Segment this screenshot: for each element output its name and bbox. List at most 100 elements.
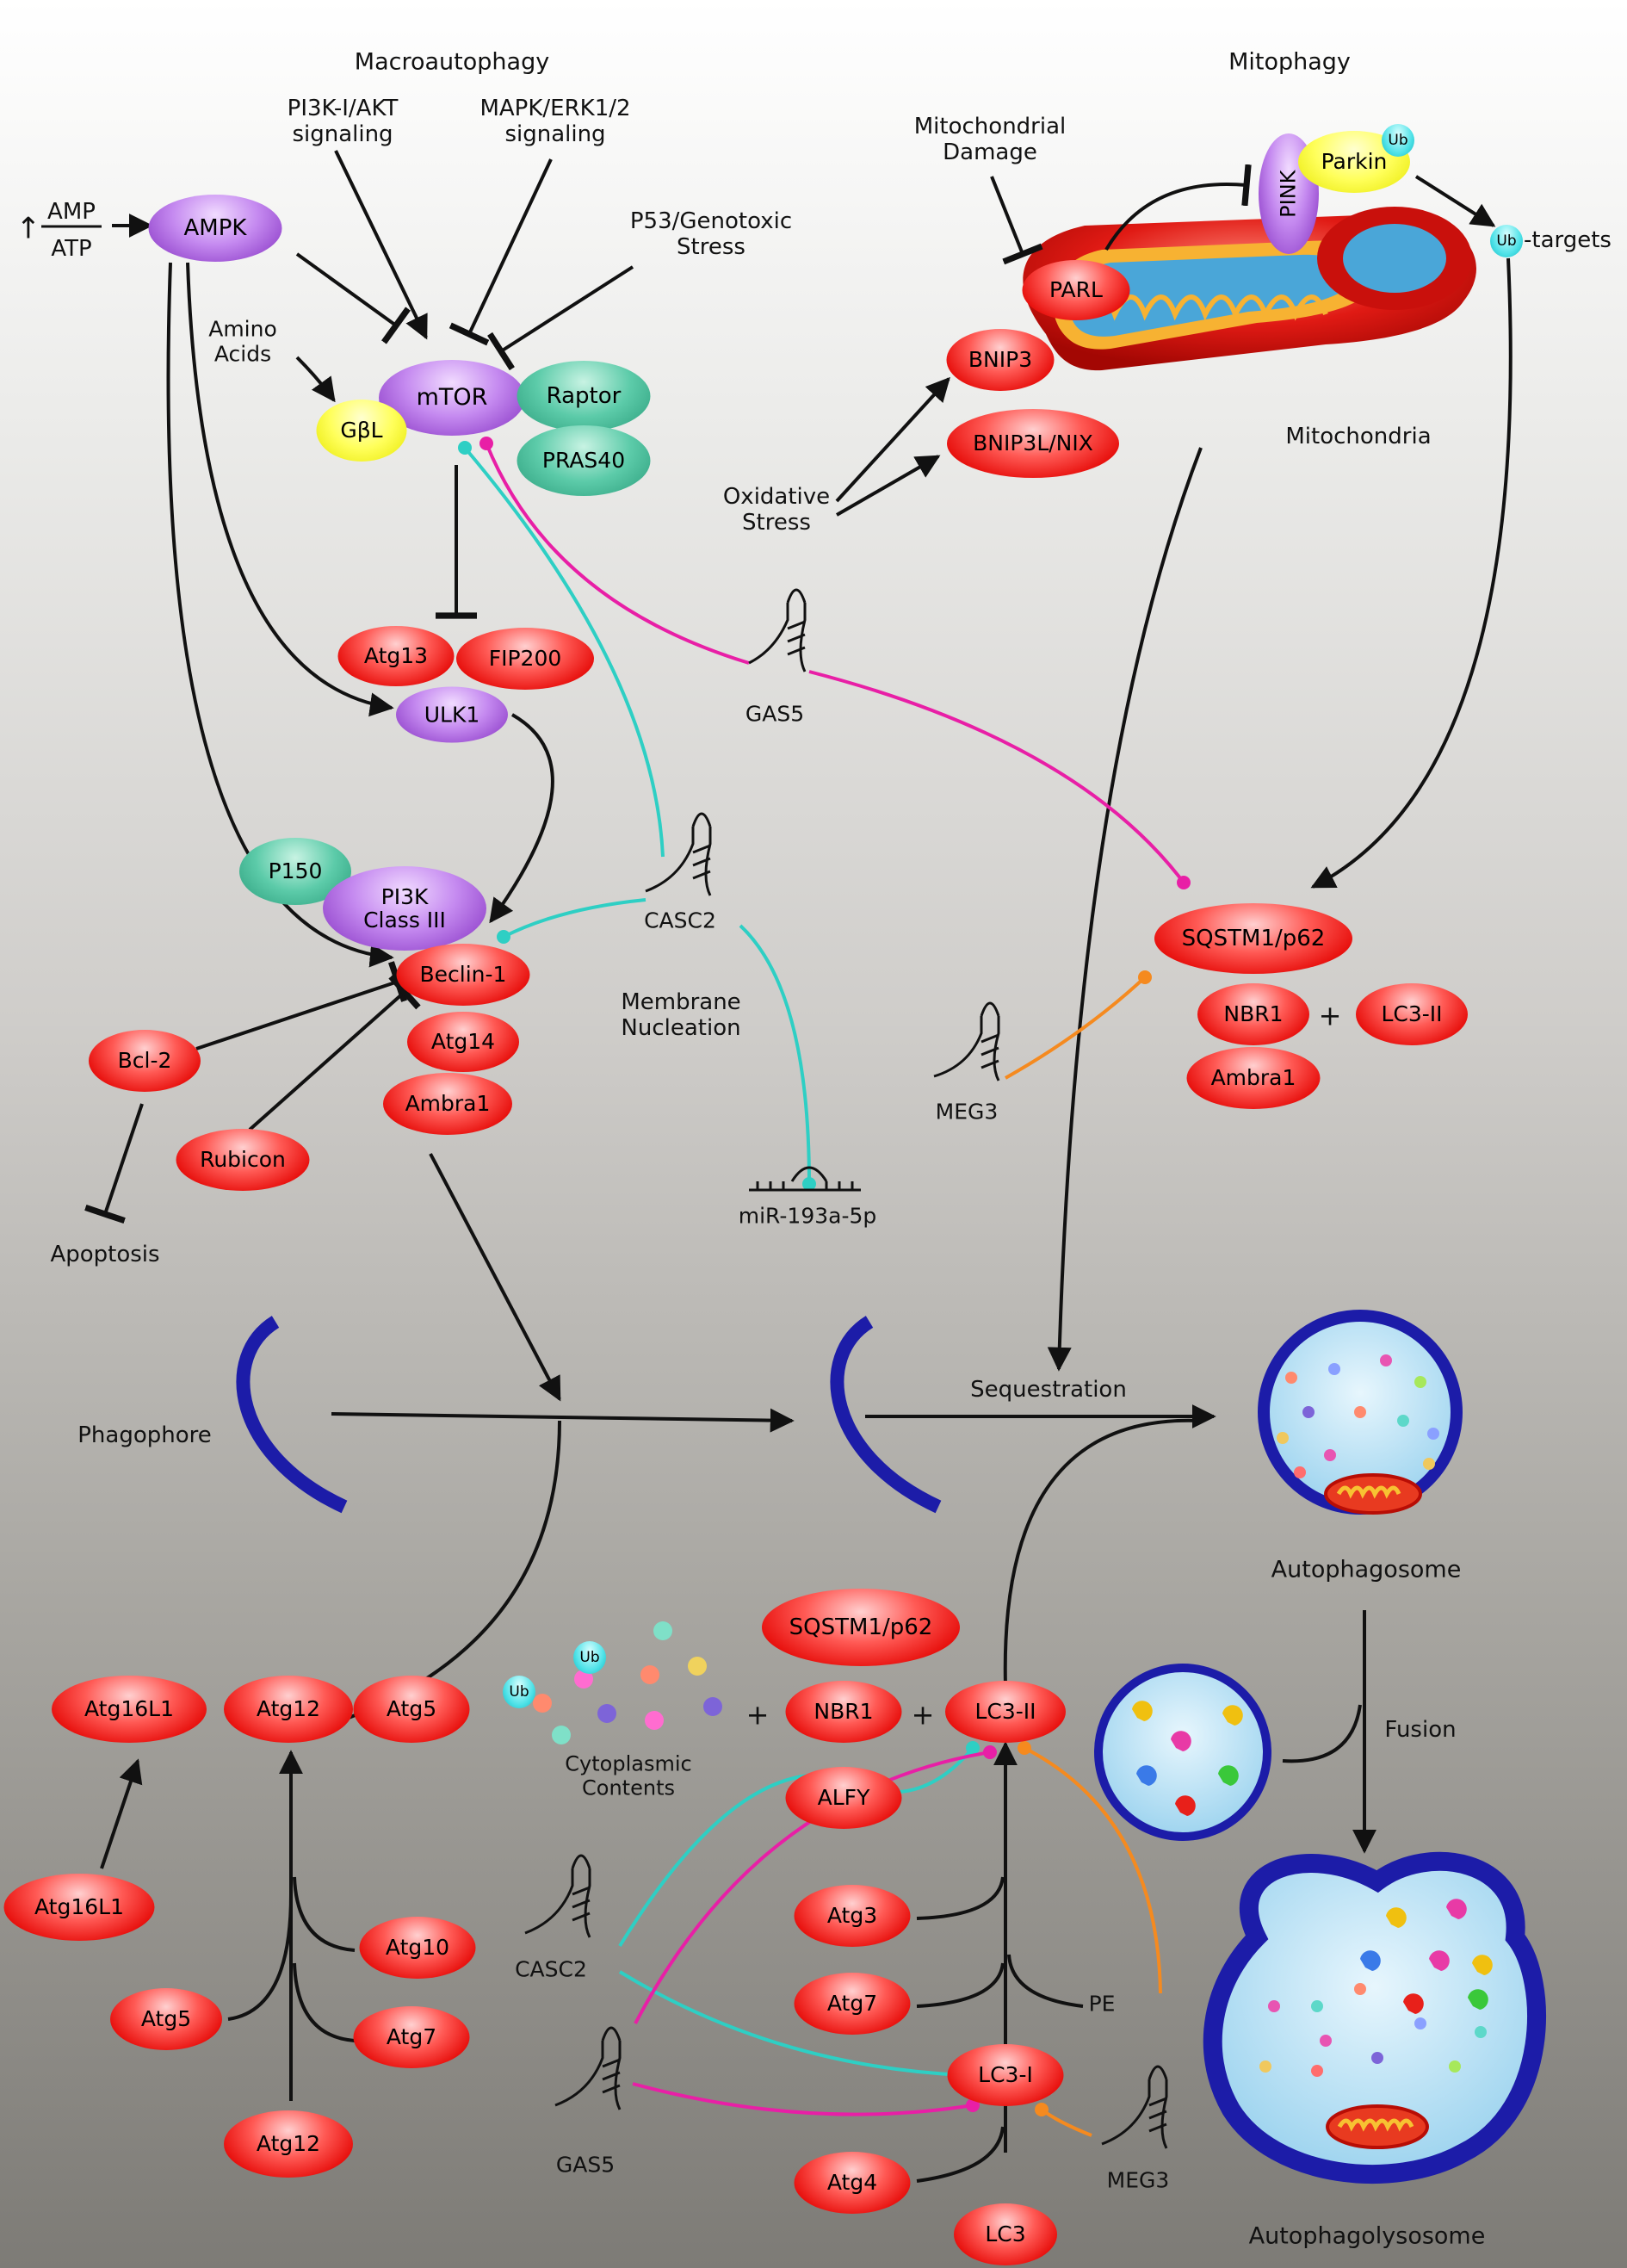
edge-mito-pink bbox=[1104, 164, 1252, 251]
edge-casc2-mir bbox=[739, 924, 816, 1191]
gas5-hairpin-bottom bbox=[554, 2026, 622, 2110]
phagophore-2 bbox=[830, 1316, 942, 1514]
atg10-node: Atg10 bbox=[359, 1917, 476, 1979]
lncrna-hairpins bbox=[524, 588, 1168, 2149]
autophagosome-label: Autophagosome bbox=[1271, 1556, 1462, 1583]
casc2-hairpin-top bbox=[645, 812, 712, 896]
edge-p53-mtor bbox=[487, 265, 634, 371]
autophagolysosome-label: Autophagolysosome bbox=[1248, 2222, 1486, 2250]
edge-rubicon-beclin bbox=[248, 974, 421, 1131]
edge-ox-bnip3l bbox=[836, 455, 941, 517]
edge-phagophore-next bbox=[331, 1408, 795, 1433]
ampk-node: AMPK bbox=[148, 195, 282, 262]
edge-ambra1-transition bbox=[429, 1153, 561, 1402]
edge-lc3ii-up bbox=[1003, 1418, 1202, 1687]
edge-atg10-join bbox=[293, 1876, 356, 1952]
plus-sign-1: + bbox=[745, 1698, 770, 1732]
edge-ubtargets-sqstm1 bbox=[1310, 257, 1513, 889]
edge-ampk-beclin bbox=[166, 262, 394, 968]
lc3i-node: LC3-I bbox=[947, 2044, 1064, 2106]
gas5-top-label: GAS5 bbox=[745, 701, 805, 727]
beclin1-node: Beclin-1 bbox=[396, 944, 530, 1006]
gas5-bottom-label: GAS5 bbox=[555, 2152, 616, 2178]
mitochondria-label: Mitochondria bbox=[1285, 424, 1432, 450]
sequestration-label: Sequestration bbox=[970, 1377, 1127, 1404]
atg7-bottom-node: Atg7 bbox=[794, 1973, 911, 2035]
lc3-node: LC3 bbox=[954, 2203, 1057, 2265]
atg5-bottom-node: Atg5 bbox=[110, 1988, 222, 2050]
atg13-node: Atg13 bbox=[337, 626, 455, 686]
plus-sign-mito: + bbox=[1318, 999, 1342, 1032]
lysosome-illustration bbox=[1094, 1664, 1271, 1841]
parl-node: PARL bbox=[1022, 260, 1130, 320]
casc2-bottom-label: CASC2 bbox=[515, 1956, 587, 1982]
fip200-node: FIP200 bbox=[456, 628, 594, 690]
ubtargets-ub-badge: Ub bbox=[1490, 225, 1523, 257]
atg3-node: Atg3 bbox=[794, 1885, 911, 1947]
gbl-node: GβL bbox=[316, 400, 407, 462]
amp-label: AMP bbox=[47, 199, 96, 226]
nbr1-bottom-node: NBR1 bbox=[785, 1681, 902, 1743]
mir193-label: miR-193a-5p bbox=[738, 1203, 877, 1229]
edge-pe-join bbox=[1007, 1954, 1084, 2008]
header-mitophagy: Mitophagy bbox=[1228, 48, 1351, 76]
atg5-node: Atg5 bbox=[353, 1676, 470, 1743]
ub-targets-label: -targets bbox=[1524, 227, 1612, 254]
atg12-node: Atg12 bbox=[224, 1676, 353, 1743]
edge-meg3-sqstm1 bbox=[1005, 970, 1152, 1080]
edge-meg3-lc3ii bbox=[1018, 1741, 1162, 1994]
bcl2-node: Bcl-2 bbox=[89, 1030, 201, 1092]
ambra1-mito-node: Ambra1 bbox=[1186, 1047, 1321, 1109]
phagophore-label: Phagophore bbox=[77, 1422, 212, 1449]
edge-casc2-lc3i bbox=[618, 1970, 971, 2082]
mtor-node: mTOR bbox=[379, 360, 525, 436]
edge-mito-seq bbox=[1047, 447, 1203, 1372]
apoptosis-label: Apoptosis bbox=[50, 1242, 160, 1268]
edge-bcl2-beclin bbox=[195, 961, 408, 1050]
edge-meg3-lc3i bbox=[1035, 2103, 1092, 2137]
atg16l1-bottom-node: Atg16L1 bbox=[3, 1874, 155, 1941]
meg3-hairpin-bottom bbox=[1101, 2065, 1168, 2149]
lc3ii-node: LC3-II bbox=[945, 1681, 1066, 1743]
cyto-ub-badge-1: Ub bbox=[573, 1641, 606, 1674]
lc3ii-mito-node: LC3-II bbox=[1356, 983, 1468, 1045]
parkin-ub-badge: Ub bbox=[1382, 124, 1414, 157]
casc2-top-label: CASC2 bbox=[644, 908, 716, 933]
rubicon-node: Rubicon bbox=[176, 1129, 310, 1191]
fusion-label: Fusion bbox=[1384, 1717, 1457, 1744]
pe-label: PE bbox=[1088, 1991, 1116, 2017]
bnip3-node: BNIP3 bbox=[946, 329, 1055, 391]
atp-label: ATP bbox=[51, 236, 92, 263]
edge-ampk-ulk1 bbox=[186, 262, 394, 717]
edge-atg7b-join bbox=[916, 1962, 1005, 2008]
meg3-hairpin-top bbox=[933, 1001, 1000, 1081]
atg16l1-node: Atg16L1 bbox=[52, 1676, 207, 1743]
ambra1-node: Ambra1 bbox=[383, 1073, 512, 1135]
edge-gas5-lc3i bbox=[632, 2082, 980, 2116]
edge-atg3-join bbox=[916, 1876, 1005, 1920]
gas5-hairpin-top bbox=[748, 588, 807, 672]
edge-vesicle-fusion bbox=[1282, 1704, 1362, 1763]
nbr1-node: NBR1 bbox=[1197, 983, 1309, 1045]
mir193-hairpin bbox=[749, 1166, 861, 1192]
edge-ampk-mtor bbox=[295, 252, 411, 344]
edge-gas5-lc3ii bbox=[634, 1745, 997, 2024]
edge-gas5-sqstm1 bbox=[808, 670, 1191, 889]
edge-atg12-up bbox=[348, 1420, 561, 1720]
edge-bcl2-apoptosis bbox=[84, 1103, 144, 1224]
plus-sign-2: + bbox=[911, 1698, 935, 1732]
cyto-ub-badge-2: Ub bbox=[503, 1676, 535, 1708]
cytoplasmic-contents-dots bbox=[533, 1621, 722, 1744]
pras40-node: PRAS40 bbox=[517, 425, 651, 496]
atg4-node: Atg4 bbox=[794, 2152, 911, 2214]
edge-atg5-join bbox=[227, 1893, 293, 2021]
